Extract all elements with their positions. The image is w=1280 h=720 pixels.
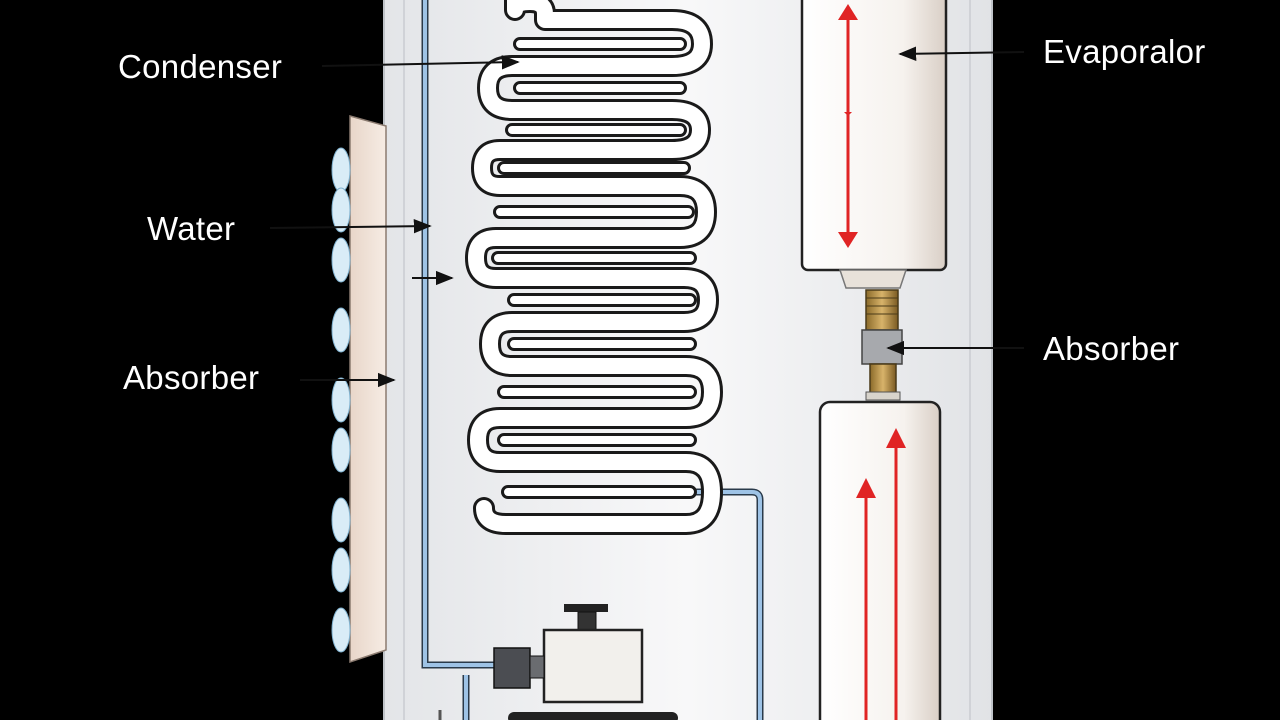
condenser-pointer: [321, 55, 520, 70]
fan-icon: [331, 115, 387, 664]
water-pointer: [269, 219, 432, 234]
absorber-tank: [818, 400, 942, 720]
evaporator-tank: [800, 0, 948, 289]
absorber-flow-arrows: [856, 428, 906, 720]
valve-icon: [861, 289, 903, 401]
absorber-right-label: Absorber: [1043, 330, 1180, 367]
leader-lines: [269, 46, 1025, 388]
compressor-icon: [493, 604, 678, 720]
evaporator-label: Evaporalor: [1043, 33, 1206, 70]
evaporator-flow-arrow: [838, 4, 858, 248]
condenser-label: Condenser: [118, 48, 283, 85]
water-label: Water: [147, 210, 236, 247]
evaporator-pointer: [898, 46, 1025, 61]
absorber-left-label: Absorber: [123, 359, 260, 396]
